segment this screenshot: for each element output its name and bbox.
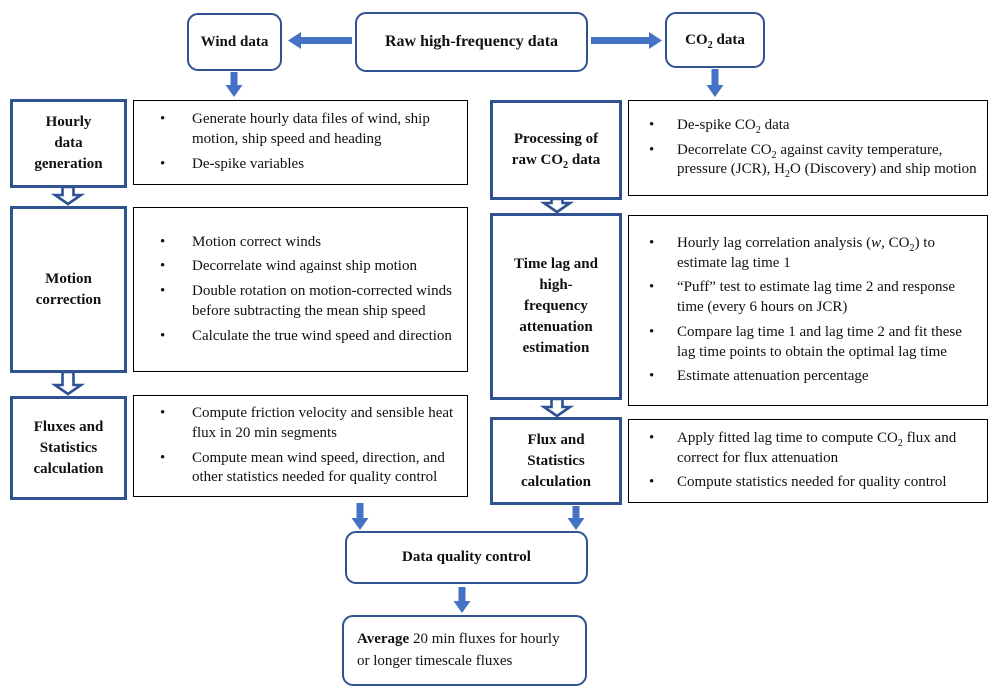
bullet-item: Double rotation on motion-corrected wind…: [134, 282, 461, 322]
bullet-list: De-spike CO2 dataDecorrelate CO2 against…: [629, 111, 981, 185]
bullet-item: Compare lag time 1 and lag time 2 and fi…: [629, 323, 981, 363]
arrow-timelag-to-flux-icon: [539, 397, 575, 418]
arrow-motion-to-fluxes-icon: [50, 370, 86, 396]
bullet-list: Compute friction velocity and sensible h…: [134, 399, 461, 493]
stage-timelag-attenuation: Time lag and high-frequency attenuation …: [490, 213, 622, 400]
stage-title: Flux and Statistics calculation: [521, 431, 591, 490]
data-quality-control-box: Data quality control: [345, 531, 588, 584]
stage-title: Time lag and high-frequency attenuation …: [514, 256, 598, 356]
arrow-left-to-quality-icon: [351, 503, 369, 530]
bullet-item: Hourly lag correlation analysis (w, CO2)…: [629, 234, 981, 274]
detail-fluxes-statistics: Compute friction velocity and sensible h…: [133, 395, 468, 497]
arrow-raw-to-co2-icon: [591, 32, 662, 49]
detail-hourly-data-generation: Generate hourly data files of wind, ship…: [133, 100, 468, 185]
co2-data-label: CO2 data: [685, 31, 745, 51]
arrow-right-to-quality-icon: [567, 506, 585, 530]
bullet-item: “Puff” test to estimate lag time 2 and r…: [629, 278, 981, 318]
bullet-item: Calculate the true wind speed and direct…: [134, 327, 461, 347]
bullet-item: Decorrelate wind against ship motion: [134, 257, 461, 277]
bullet-list: Hourly lag correlation analysis (w, CO2)…: [629, 229, 981, 393]
stage-flux-statistics: Flux and Statistics calculation: [490, 417, 622, 505]
bullet-item: Decorrelate CO2 against cavity temperatu…: [629, 141, 981, 181]
co2-data-box: CO2 data: [665, 12, 765, 68]
bullet-list: Generate hourly data files of wind, ship…: [134, 105, 461, 179]
wind-data-box: Wind data: [187, 13, 282, 71]
stage-title: Motion correction: [35, 270, 102, 308]
detail-motion-correction: Motion correct windsDecorrelate wind aga…: [133, 207, 468, 372]
bullet-list: Apply fitted lag time to compute CO2 flu…: [629, 424, 981, 498]
bullet-item: Generate hourly data files of wind, ship…: [134, 110, 461, 150]
wind-data-label: Wind data: [200, 33, 269, 50]
bullet-list: Motion correct windsDecorrelate wind aga…: [134, 228, 461, 352]
bullet-item: Compute statistics needed for quality co…: [629, 473, 981, 493]
arrow-co2-down-icon: [706, 69, 724, 97]
detail-processing-raw-co2: De-spike CO2 dataDecorrelate CO2 against…: [628, 100, 988, 196]
stage-motion-correction: Motion correction: [10, 206, 127, 373]
stage-title: Processing of raw CO2 data: [511, 131, 601, 171]
stage-fluxes-statistics: Fluxes and Statistics calculation: [10, 396, 127, 500]
bullet-item: De-spike variables: [134, 155, 461, 175]
stage-hourly-data-generation: Hourly data generation: [10, 99, 127, 188]
raw-data-box: Raw high-frequency data: [355, 12, 588, 72]
average-fluxes-box: Average 20 min fluxes for hourly or long…: [342, 615, 587, 686]
arrow-wind-down-icon: [225, 72, 243, 97]
bullet-item: Compute mean wind speed, direction, and …: [134, 449, 461, 489]
stage-title: Fluxes and Statistics calculation: [33, 418, 104, 477]
detail-flux-statistics: Apply fitted lag time to compute CO2 flu…: [628, 419, 988, 503]
bullet-item: Apply fitted lag time to compute CO2 flu…: [629, 429, 981, 469]
arrow-processing-to-timelag-icon: [539, 197, 575, 214]
arrow-hourly-to-motion-icon: [50, 185, 86, 206]
bullet-item: Compute friction velocity and sensible h…: [134, 404, 461, 444]
raw-data-label: Raw high-frequency data: [384, 33, 559, 51]
arrow-raw-to-wind-icon: [288, 32, 352, 49]
stage-title: Hourly data generation: [34, 114, 103, 172]
average-fluxes-label: Average 20 min fluxes for hourly or long…: [357, 630, 560, 669]
arrow-quality-to-average-icon: [453, 587, 471, 613]
data-quality-control-label: Data quality control: [402, 549, 531, 566]
stage-processing-raw-co2: Processing of raw CO2 data: [490, 100, 622, 200]
detail-timelag-attenuation: Hourly lag correlation analysis (w, CO2)…: [628, 215, 988, 406]
bullet-item: Motion correct winds: [134, 233, 461, 253]
bullet-item: De-spike CO2 data: [629, 116, 981, 136]
bullet-item: Estimate attenuation percentage: [629, 367, 981, 387]
